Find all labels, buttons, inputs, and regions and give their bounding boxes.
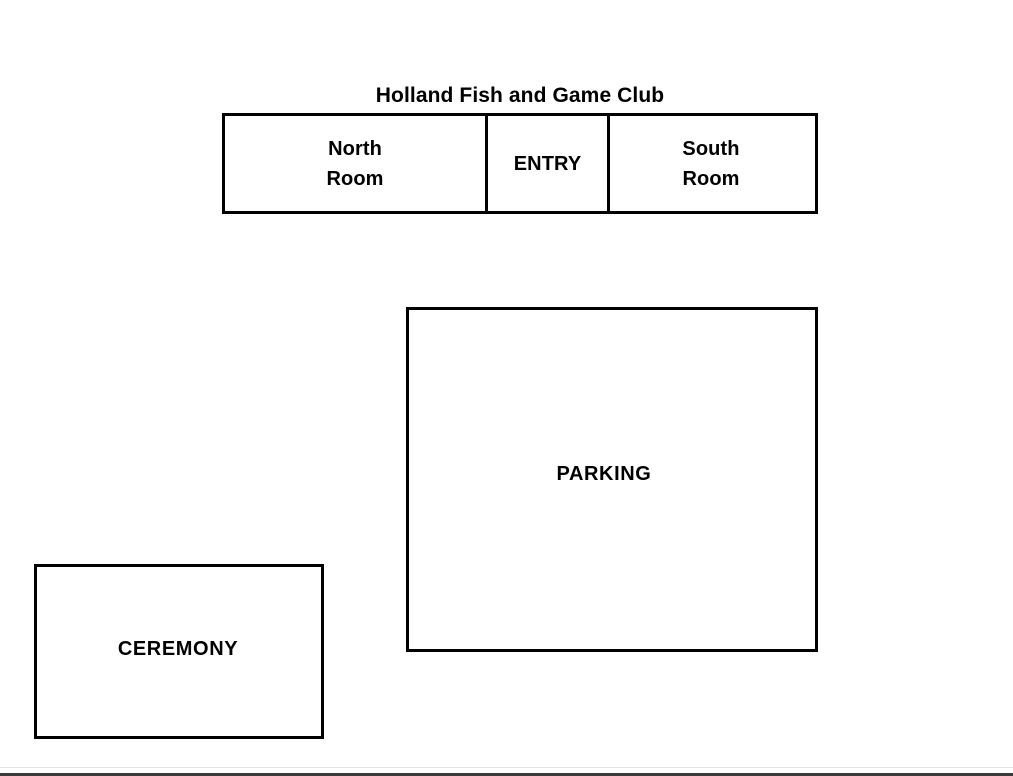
room-north-room-label: North Room (326, 137, 384, 190)
room-south-room[interactable]: South Room (607, 116, 812, 211)
area-parking[interactable]: PARKING (406, 307, 818, 652)
area-parking-label: PARKING (556, 463, 652, 485)
page-title: Holland Fish and Game Club (375, 84, 665, 107)
room-entry[interactable]: ENTRY (485, 116, 607, 211)
building-outline: North Room ENTRY South Room (222, 113, 818, 214)
area-ceremony[interactable]: CEREMONY (34, 564, 324, 739)
room-south-room-label: South Room (682, 137, 740, 190)
room-entry-label: ENTRY (513, 152, 582, 175)
page-divider (0, 767, 1013, 768)
room-north-room[interactable]: North Room (225, 116, 485, 211)
area-ceremony-label: CEREMONY (117, 638, 239, 660)
page-bottom-edge (0, 773, 1013, 776)
